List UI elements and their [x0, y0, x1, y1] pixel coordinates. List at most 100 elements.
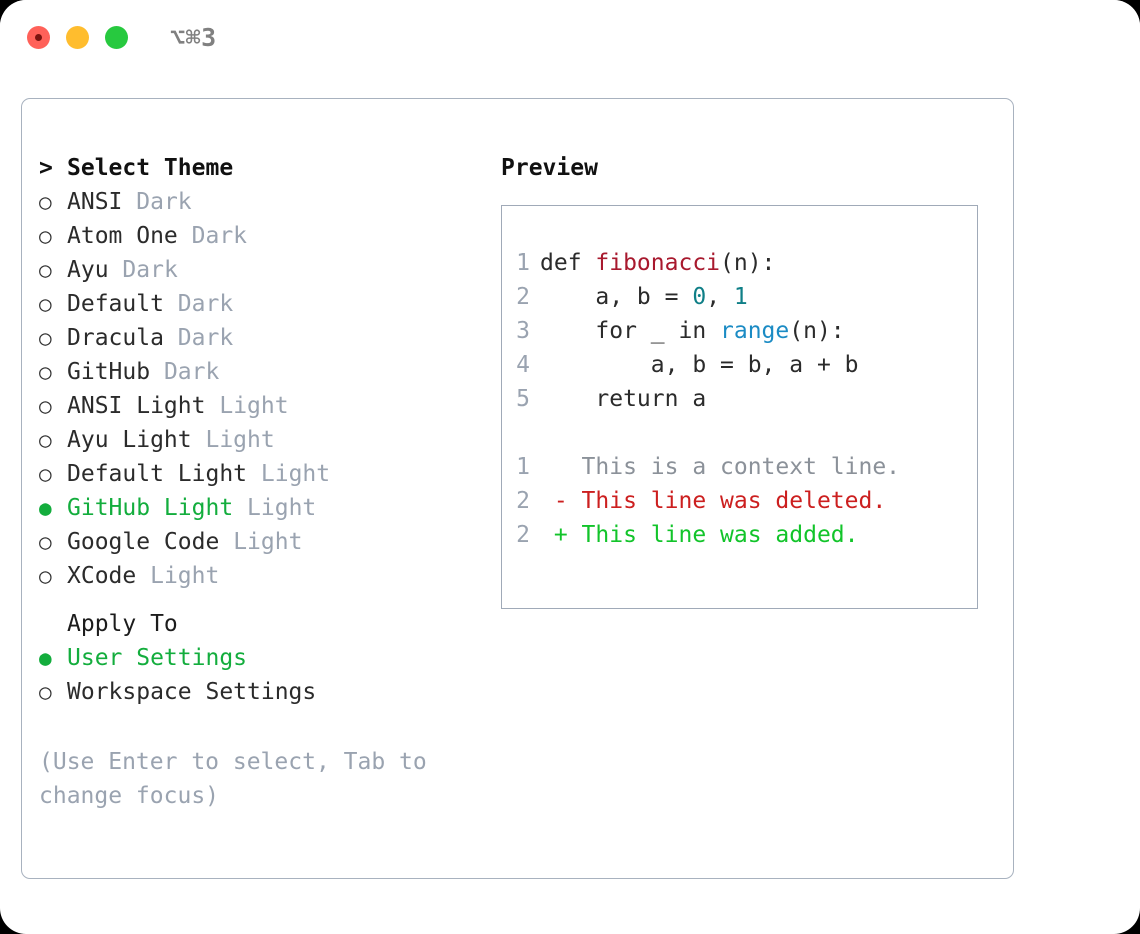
code-line: 4 a, b = b, a + b: [512, 348, 969, 382]
code-line-text: for _ in range(n):: [540, 314, 845, 348]
code-line-number: 4: [516, 352, 530, 378]
theme-item-name: Atom One: [67, 223, 178, 249]
radio-unselected-icon[interactable]: ○: [39, 190, 52, 214]
code-token-num: 1: [733, 284, 748, 310]
radio-selected-icon[interactable]: ●: [39, 496, 52, 520]
diff-marker: -: [540, 488, 582, 514]
theme-item[interactable]: ○ Default Dark: [39, 287, 489, 321]
keyboard-hint-line-2: change focus): [39, 783, 220, 809]
close-button[interactable]: [27, 26, 50, 49]
theme-item-spacer: [178, 219, 192, 253]
theme-item-spacer: [164, 287, 178, 321]
theme-item[interactable]: ○ GitHub Dark: [39, 355, 489, 389]
theme-item[interactable]: ○ Default Light Light: [39, 457, 489, 491]
diff-line-number: 1: [516, 454, 530, 480]
theme-item-mode: Dark: [136, 189, 192, 215]
theme-item-spacer: [192, 423, 206, 457]
radio-unselected-icon[interactable]: ○: [39, 428, 52, 452]
theme-item-name: Ayu Light: [67, 427, 192, 453]
theme-item-name: GitHub: [67, 359, 151, 385]
theme-list-heading: >Select Theme: [39, 151, 489, 185]
window-controls: [27, 26, 128, 49]
code-line-text: def fibonacci(n):: [540, 246, 775, 280]
theme-item-spacer: [150, 355, 164, 389]
apply-to-option[interactable]: ○ Workspace Settings: [39, 675, 489, 709]
diff-marker: +: [540, 522, 582, 548]
theme-item[interactable]: ○ ANSI Dark: [39, 185, 489, 219]
code-token-plain: (n):: [789, 318, 845, 344]
apply-to-option-label: User Settings: [67, 645, 248, 671]
theme-item-spacer: [205, 389, 219, 423]
code-line: 3 for _ in range(n):: [512, 314, 969, 348]
theme-item-mode: Dark: [122, 257, 178, 283]
prompt-caret-icon: >: [39, 155, 53, 181]
diff-line: 2 - This line was deleted.: [512, 484, 969, 518]
code-token-call: range: [720, 318, 790, 344]
theme-item-name: XCode: [67, 563, 137, 589]
theme-item-mode: Light: [247, 495, 317, 521]
theme-item[interactable]: ○Ayu Dark: [39, 253, 489, 287]
theme-item-spacer: [136, 559, 150, 593]
minimize-button[interactable]: [66, 26, 89, 49]
diff-line-number: 2: [516, 522, 530, 548]
diff-line-body: This is a context line.: [540, 450, 901, 484]
theme-item-name: Default Light: [67, 461, 248, 487]
theme-item-name: Default: [67, 291, 164, 317]
theme-item[interactable]: ○ XCode Light: [39, 559, 489, 593]
theme-item-name: ANSI: [67, 189, 123, 215]
theme-item[interactable]: ○ Google Code Light: [39, 525, 489, 559]
theme-item-name: ANSI Light: [67, 393, 206, 419]
radio-unselected-icon[interactable]: ○: [39, 394, 52, 418]
preview-title: Preview: [501, 155, 598, 181]
radio-unselected-icon[interactable]: ○: [39, 326, 52, 350]
apply-to-heading: Apply To: [39, 607, 489, 641]
theme-item-name: Google Code: [67, 529, 220, 555]
theme-list: >Select Theme ○ANSI Dark○Atom One Dark○A…: [39, 151, 489, 593]
theme-item-spacer: [122, 185, 136, 219]
theme-item-mode: Dark: [177, 291, 234, 317]
radio-unselected-icon[interactable]: ○: [39, 224, 52, 248]
preview-section: Preview: [501, 151, 1001, 185]
theme-item[interactable]: ○Dracula Dark: [39, 321, 489, 355]
window-title: ⌥⌘3: [170, 23, 217, 52]
theme-item-mode: Light: [260, 461, 331, 487]
code-line-number: 3: [516, 318, 530, 344]
theme-item-mode: Dark: [163, 359, 220, 385]
radio-unselected-icon[interactable]: ○: [39, 564, 52, 588]
apply-to-section: Apply To ● User Settings ○ Workspace Settin…: [39, 607, 489, 709]
theme-item-mode: Light: [150, 563, 220, 589]
theme-item[interactable]: ○Atom One Dark: [39, 219, 489, 253]
diff-marker: [540, 454, 582, 480]
diff-line-text: This line was deleted.: [581, 488, 887, 514]
radio-unselected-icon[interactable]: ○: [39, 680, 52, 704]
theme-item[interactable]: ○ANSI Light Light: [39, 389, 489, 423]
radio-selected-icon[interactable]: ●: [39, 646, 52, 670]
theme-item-mode: Light: [205, 427, 275, 453]
radio-unselected-icon[interactable]: ○: [39, 292, 52, 316]
radio-unselected-icon[interactable]: ○: [39, 530, 52, 554]
code-token-fn: fibonacci: [595, 250, 721, 276]
radio-unselected-icon[interactable]: ○: [39, 462, 52, 486]
theme-item-spacer: [247, 457, 261, 491]
code-line: 5 return a: [512, 382, 969, 416]
diff-line-body: - This line was deleted.: [540, 484, 886, 518]
code-line-number: 5: [516, 386, 530, 412]
apply-to-option[interactable]: ● User Settings: [39, 641, 489, 675]
theme-item-mode: Dark: [177, 325, 234, 351]
code-line: 2 a, b = 0, 1: [512, 280, 969, 314]
radio-unselected-icon[interactable]: ○: [39, 258, 52, 282]
code-token-plain: for _ in: [540, 318, 721, 344]
theme-item-name: GitHub Light: [67, 495, 234, 521]
code-token-plain: def: [540, 250, 596, 276]
theme-item[interactable]: ○ Ayu Light Light: [39, 423, 489, 457]
code-token-num: 0: [692, 284, 707, 310]
theme-item-mode: Light: [233, 529, 303, 555]
apply-to-option-label: Workspace Settings: [67, 679, 317, 705]
keyboard-hint: (Use Enter to select, Tab to change focu…: [39, 745, 459, 813]
zoom-button[interactable]: [105, 26, 128, 49]
radio-unselected-icon[interactable]: ○: [39, 360, 52, 384]
theme-item[interactable]: ● GitHub Light Light: [39, 491, 489, 525]
